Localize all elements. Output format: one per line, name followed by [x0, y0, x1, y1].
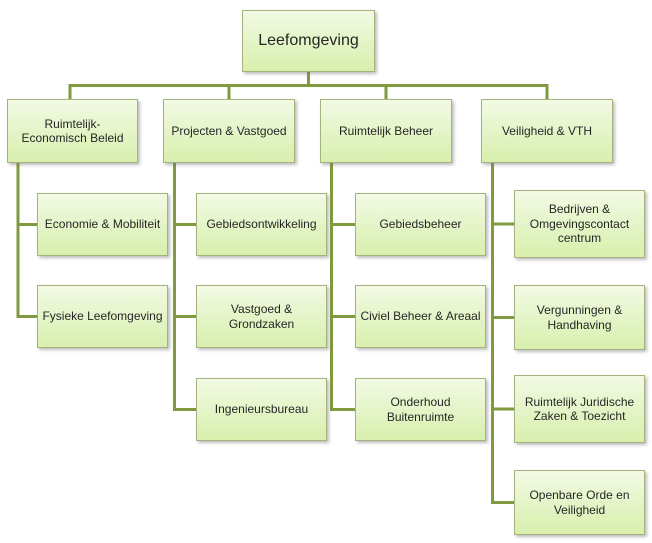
org-node-bedrijven-omgevingscontactcentrum: Bedrijven & Omgevingscontact centrum: [514, 190, 645, 258]
org-node-gebiedsbeheer: Gebiedsbeheer: [355, 193, 486, 256]
connector-branch-3-children: [330, 163, 355, 411]
connector-branch-1-children: [16, 163, 37, 318]
org-node-civiel-beheer-areaal: Civiel Beheer & Areaal: [355, 285, 486, 348]
org-node-branch-projecten-vastgoed: Projecten & Vastgoed: [163, 99, 295, 163]
org-node-branch-ruimtelijk-beheer: Ruimtelijk Beheer: [320, 99, 452, 163]
org-node-fysieke-leefomgeving: Fysieke Leefomgeving: [37, 285, 168, 348]
org-node-gebiedsontwikkeling: Gebiedsontwikkeling: [196, 193, 327, 256]
org-node-ruimtelijk-juridische-zaken-toezicht: Ruimtelijk Juridische Zaken & Toezicht: [514, 375, 645, 443]
org-node-vergunningen-handhaving: Vergunningen & Handhaving: [514, 285, 645, 350]
org-node-vastgoed-grondzaken: Vastgoed & Grondzaken: [196, 285, 327, 348]
org-node-ingenieursbureau: Ingenieursbureau: [196, 378, 327, 441]
org-node-onderhoud-buitenruimte: Onderhoud Buitenruimte: [355, 378, 486, 441]
org-node-branch-veiligheid-vth: Veiligheid & VTH: [481, 99, 613, 163]
org-node-branch-ruimtelijk-economisch-beleid: Ruimtelijk-Economisch Beleid: [7, 99, 138, 163]
org-node-economie-mobiliteit: Economie & Mobiliteit: [37, 193, 168, 256]
org-node-openbare-orde-veiligheid: Openbare Orde en Veiligheid: [514, 470, 645, 535]
org-node-root: Leefomgeving: [242, 10, 375, 72]
connector-branch-4-children: [491, 163, 514, 504]
connector-root-to-branches: [68, 71, 549, 99]
connector-branch-2-children: [173, 163, 196, 411]
